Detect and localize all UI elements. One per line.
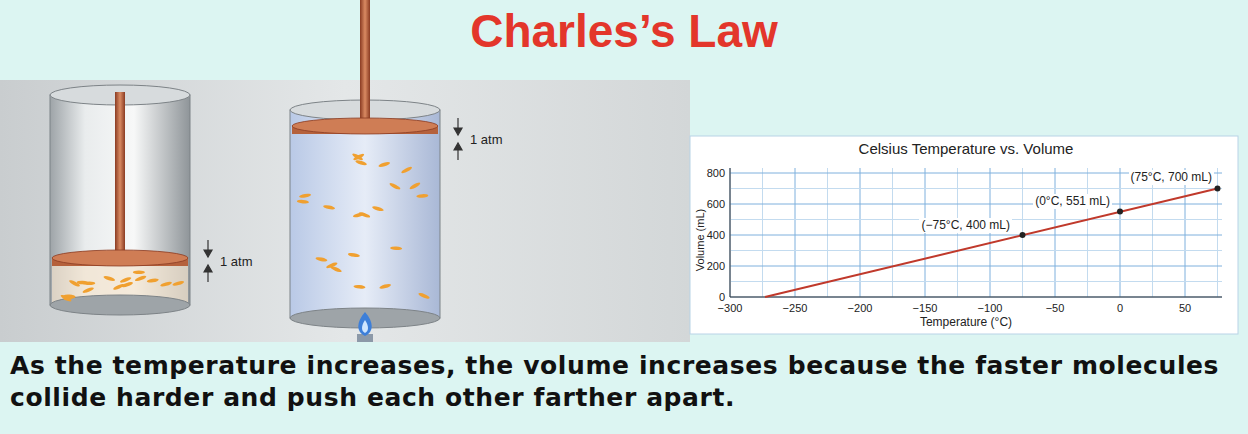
- x-tick: 50: [1179, 301, 1191, 315]
- y-axis: [730, 168, 731, 297]
- burner-flame: [357, 312, 373, 342]
- x-tick: −100: [978, 301, 1003, 315]
- data-points: [1020, 186, 1221, 239]
- caption: As the temperature increases, the volume…: [10, 350, 1240, 414]
- heated-cylinder: [290, 0, 440, 328]
- graph-title: Celsius Temperature vs. Volume: [859, 140, 1074, 158]
- x-tick: −250: [783, 301, 808, 315]
- photo-backdrop: [0, 80, 690, 342]
- y-tick: 800: [707, 166, 725, 180]
- cold-cylinder: [50, 85, 190, 315]
- pressure-arrows: [204, 118, 462, 282]
- x-tick: −150: [913, 301, 938, 315]
- pressure-label: 1 atm: [220, 254, 253, 270]
- point-label: (−75°C, 400 mL): [919, 218, 1012, 233]
- point-label: (75°C, 700 mL): [1129, 170, 1215, 185]
- point-label: (0°C, 551 mL): [1033, 194, 1112, 209]
- x-tick: −300: [718, 301, 743, 315]
- graph-panel: [690, 136, 1238, 334]
- pressure-label: 1 atm: [470, 132, 503, 148]
- y-tick: 200: [707, 259, 725, 273]
- y-tick: 600: [707, 197, 725, 211]
- title: Charles’s Law: [0, 4, 1248, 58]
- data-line: [765, 189, 1218, 298]
- x-tick: −200: [848, 301, 873, 315]
- x-tick: −50: [1046, 301, 1065, 315]
- x-axis-title: Temperature (°C): [920, 315, 1012, 330]
- x-axis: [730, 297, 1222, 298]
- graph-grid: [730, 168, 1222, 297]
- y-tick: 0: [719, 290, 725, 304]
- x-tick: 0: [1117, 301, 1123, 315]
- y-tick: 400: [707, 228, 725, 242]
- y-axis-title: Volume (mL): [693, 209, 707, 271]
